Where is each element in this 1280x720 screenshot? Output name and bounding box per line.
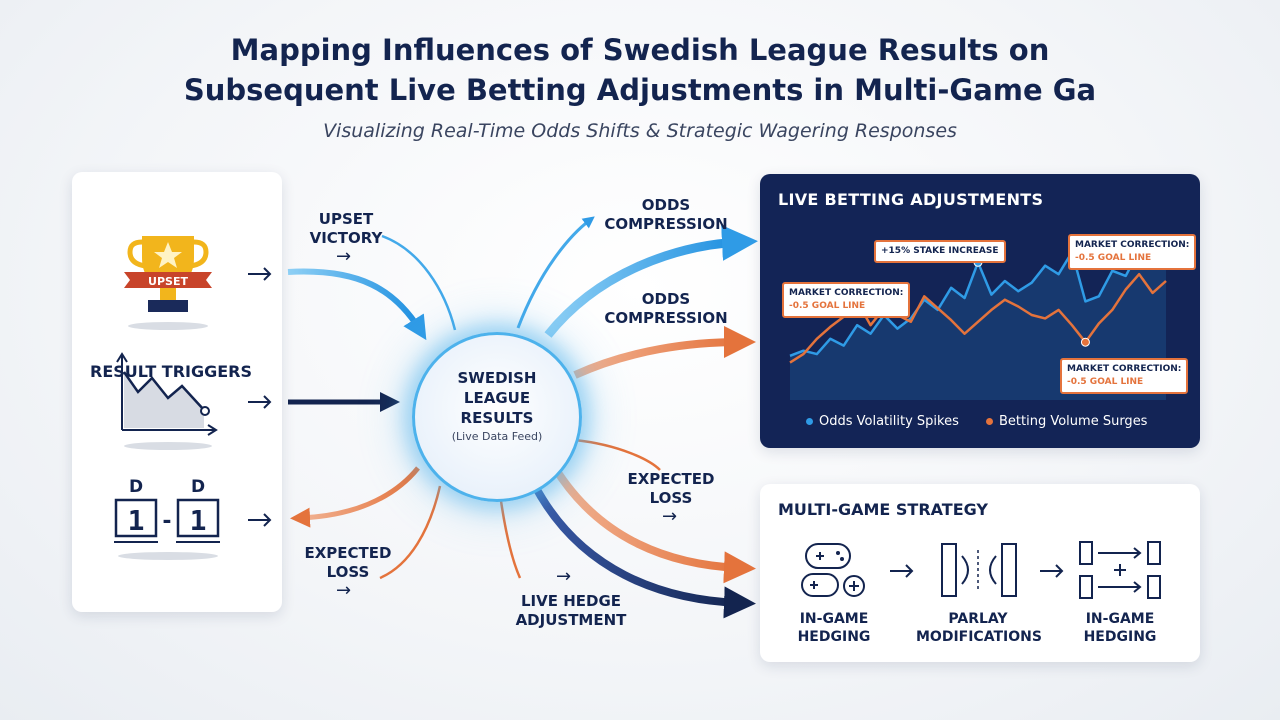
hub-line-2: LEAGUE [463,389,531,407]
callout-2-line-1: +15% STAKE INCREASE [881,246,999,256]
expected-loss-left-line-2: LOSS [326,563,370,581]
page-subtitle: Visualizing Real-Time Odds Shifts & Stra… [323,120,957,142]
trigger-arrow-1 [248,267,272,281]
odds-compression-thin-arrow [516,216,595,329]
expected-loss-right-line-2: LOSS [649,489,693,507]
multi-game-strategy-title: MULTI-GAME STRATEGY [778,500,989,519]
odds-compression-arrow-2 [573,326,756,379]
odds-compression-label-2: ODDS COMPRESSION [596,290,736,328]
multi-game-strategy-card [760,484,1200,662]
expected-loss-left-line-1: EXPECTED [304,544,392,562]
legend-dot-orange [986,418,993,425]
strategy-arrow-1 [890,564,914,578]
strategy-3-line-2: HEDGING [1083,629,1157,645]
expected-loss-right-label: EXPECTED LOSS [616,470,726,508]
callout-market-correction-1: MARKET CORRECTION: -0.5 GOAL LINE [782,282,911,318]
title-line-2: Subsequent Live Betting Adjustments in M… [183,73,1097,107]
odds-compression-1-line-1: ODDS [641,196,691,214]
legend-dot-blue [806,418,813,425]
upset-victory-line-1: UPSET [318,210,374,228]
callout-market-correction-2: MARKET CORRECTION: -0.5 GOAL LINE [1068,234,1197,270]
odds-compression-1-line-2: COMPRESSION [604,215,728,233]
live-betting-title: LIVE BETTING ADJUSTMENTS [778,190,1044,209]
legend-label-betting-volume: Betting Volume Surges [999,414,1148,429]
odds-compression-2-line-2: COMPRESSION [604,309,728,327]
upset-victory-line-2: VICTORY [309,229,383,247]
hub-title: SWEDISH LEAGUE RESULTS [412,368,582,428]
parlay-split-icon [941,543,1017,597]
callout-4-line-2: -0.5 GOAL LINE [1067,377,1144,387]
strategy-2-line-1: PARLAY [948,611,1008,627]
highlight-point-4 [1080,337,1090,347]
strategy-in-game-hedging-2: IN-GAME HEDGING [1060,610,1180,646]
upset-victory-arrow-glyph: → [336,246,352,267]
live-hedge-thin-arrow [498,493,522,579]
callout-4-line-1: MARKET CORRECTION: [1067,364,1182,374]
upset-flow-arrow [287,268,427,341]
score-left: 1 [128,504,145,537]
expected-loss-left-label: EXPECTED LOSS [296,544,400,582]
live-hedge-line-1: LIVE HEDGE [520,592,622,610]
callout-1-line-1: MARKET CORRECTION: [789,288,904,298]
upset-thin-arrow [381,234,457,331]
strategy-parlay-modifications: PARLAY MODIFICATIONS [916,610,1042,646]
expected-loss-right-thin-arrow [574,438,661,471]
legend-item-betting-volume: Betting Volume Surges [986,414,1147,429]
live-hedge-line-2: ADJUSTMENT [515,611,627,629]
strategy-2-line-2: MODIFICATIONS [916,629,1042,645]
odds-compression-arrow-1 [544,224,758,338]
legend-item-odds-volatility: Odds Volatility Spikes [806,414,959,429]
result-triggers-title: RESULT TRIGGERS [90,362,253,381]
callout-1-line-2: -0.5 GOAL LINE [789,301,866,311]
legend-label-odds-volatility: Odds Volatility Spikes [819,414,959,429]
expected-loss-right-line-1: EXPECTED [627,470,715,488]
hub-subtitle: (Live Data Feed) [451,430,543,443]
strategy-1-line-2: HEDGING [797,629,871,645]
draw-scoreboard-icon: D D 1 - 1 [114,477,220,560]
score-left-letter: D [129,477,143,497]
score-right-letter: D [191,477,205,497]
odds-compression-2-line-1: ODDS [641,290,691,308]
strategy-in-game-hedging-1: IN-GAME HEDGING [774,610,894,646]
hub-line-3: RESULTS [460,409,534,427]
strategy-1-line-1: IN-GAME [799,611,869,627]
live-hedge-arrow [531,484,756,619]
expected-loss-right-arrow [551,465,756,584]
strategy-3-line-1: IN-GAME [1085,611,1155,627]
trigger-arrow-3 [248,513,272,527]
odds-compression-label-1: ODDS COMPRESSION [596,196,736,234]
callout-3-line-2: -0.5 GOAL LINE [1075,253,1152,263]
page-title: Mapping Influences of Swedish League Res… [0,30,1280,110]
hub-line-1: SWEDISH [457,369,537,387]
upset-victory-label: UPSET VICTORY [306,210,386,248]
expected-loss-right-arrow-glyph: → [662,506,678,527]
expected-loss-left-arrow-glyph: → [336,580,352,601]
callout-stake-increase: +15% STAKE INCREASE [874,240,1006,263]
declining-chart-icon [116,352,218,450]
expected-loss-thin-arrow [379,485,442,580]
swedish-league-hub [412,332,582,502]
title-line-1: Mapping Influences of Swedish League Res… [230,33,1050,67]
live-hedge-label: LIVE HEDGE ADJUSTMENT [506,592,636,630]
trigger-arrow-2 [248,395,272,409]
expected-loss-left-arrow [290,466,420,528]
callout-3-line-1: MARKET CORRECTION: [1075,240,1190,250]
live-hedge-arrow-glyph: → [556,566,572,587]
hedge-transfer-icon [1079,541,1161,599]
gamepad-icon [801,543,865,597]
upset-badge-text: UPSET [148,275,188,288]
score-dash: - [162,509,171,534]
callout-market-correction-3: MARKET CORRECTION: -0.5 GOAL LINE [1060,358,1189,394]
score-right: 1 [190,504,207,537]
strategy-arrow-2 [1040,564,1064,578]
trophy-icon: UPSET [124,236,212,330]
